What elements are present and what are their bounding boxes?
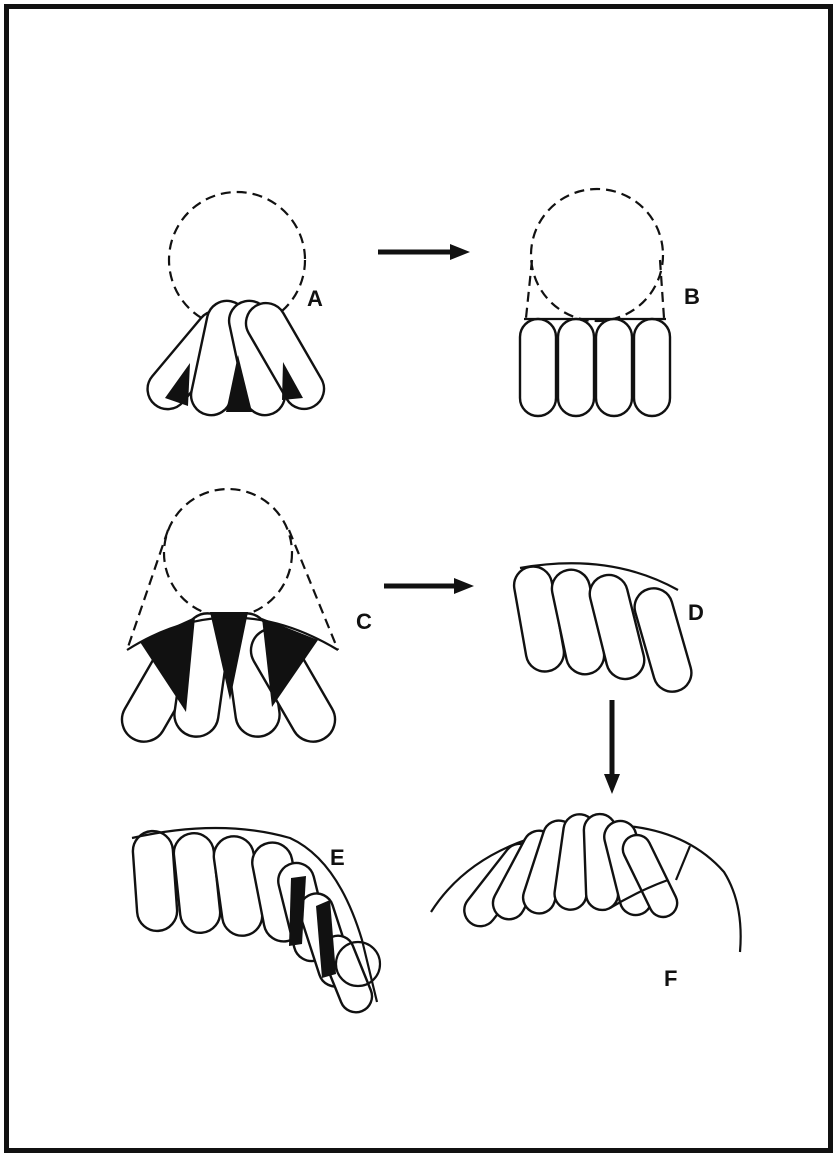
arrow-a-to-b [378, 244, 470, 260]
panel-c-dashed-circle [164, 489, 292, 617]
panel-f-tick [676, 846, 690, 880]
panel-c: C [114, 489, 372, 750]
arrow-c-to-d [384, 578, 474, 594]
panel-b-cell [634, 319, 670, 416]
arrow-d-to-f [604, 700, 620, 794]
panel-b-label: B [684, 284, 700, 309]
panel-b-dashed-circle [531, 189, 663, 321]
panel-e: E [132, 828, 380, 1017]
panel-d: D [511, 563, 704, 696]
panel-b-cell [596, 319, 632, 416]
panel-e-cell [132, 830, 179, 933]
panel-e-cell [172, 831, 222, 935]
panel-b-dashed-line [526, 260, 532, 318]
panel-b-dashed-line [660, 260, 664, 318]
panel-b: B [520, 189, 700, 416]
panel-f: F [431, 812, 741, 991]
panel-b-cell [558, 319, 594, 416]
panel-d-label: D [688, 600, 704, 625]
panel-f-label: F [664, 966, 677, 991]
panel-c-label: C [356, 609, 372, 634]
panel-b-cell [520, 319, 556, 416]
panel-a: A [139, 192, 331, 419]
panel-a-label: A [307, 286, 323, 311]
panel-e-label: E [330, 845, 345, 870]
